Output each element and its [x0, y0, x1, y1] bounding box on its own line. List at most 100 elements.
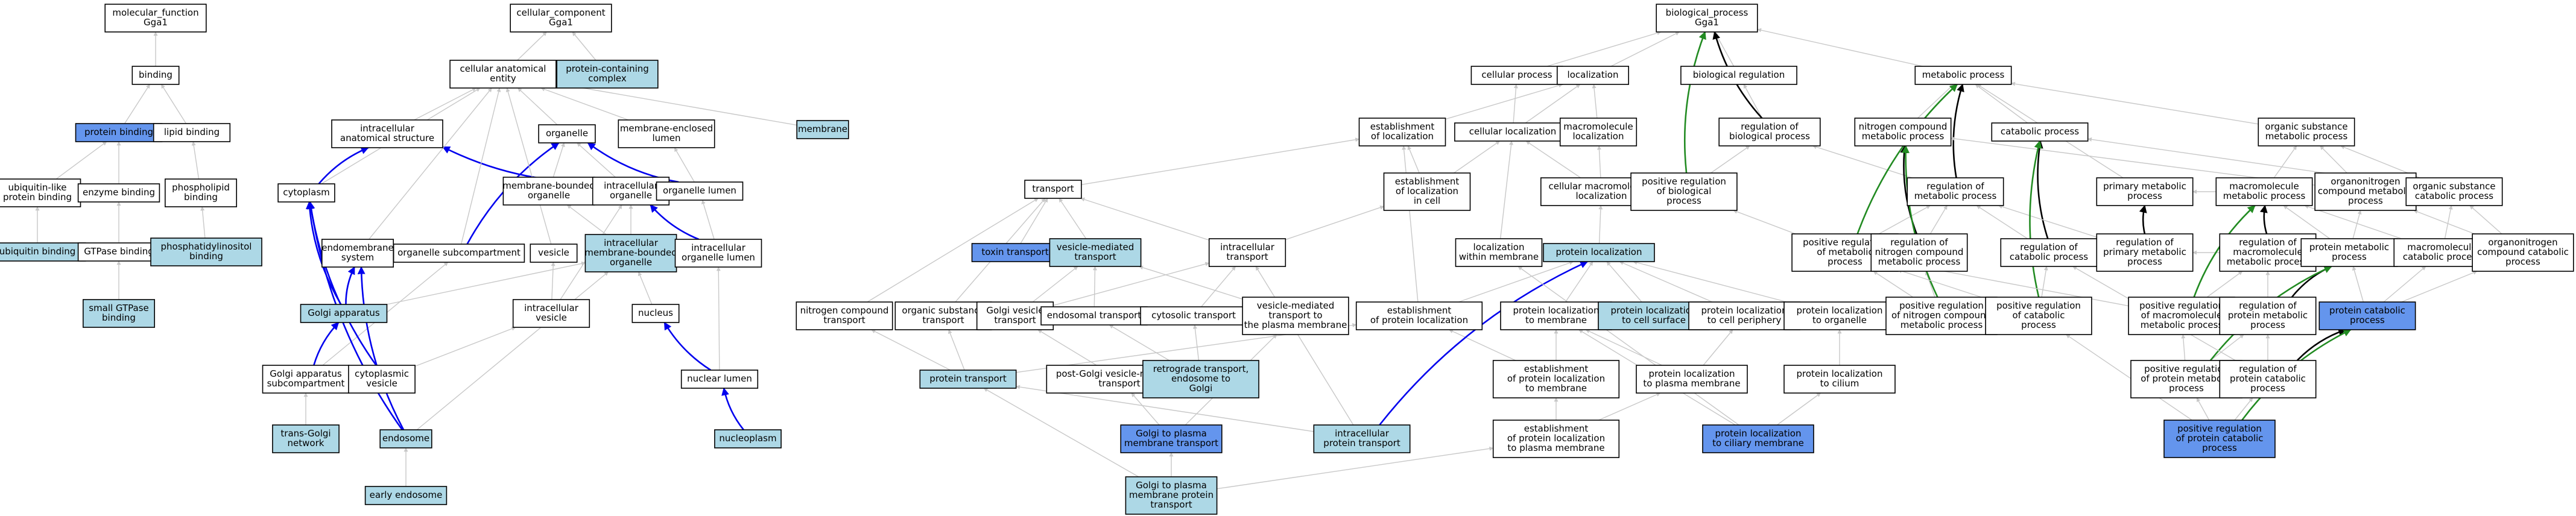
go-term-prot-transport: protein transport — [919, 370, 1017, 389]
go-term-label: regulation of — [2020, 242, 2078, 253]
go-term-label: GTPase binding — [84, 246, 154, 257]
go-term-label: positive regulation — [1642, 176, 1726, 187]
relation-edge-is-a — [1458, 260, 1574, 303]
go-term-label: intracellular — [1335, 428, 1390, 439]
go-term-label: metabolic process — [1862, 131, 1945, 142]
go-term-box — [77, 183, 160, 203]
relation-edge-is-a — [2210, 334, 2244, 361]
go-term-label: lumen — [652, 133, 680, 143]
go-term-label: nitrogen compound — [800, 305, 889, 316]
go-term-label: process — [1666, 195, 1701, 206]
go-term-label: trans-Golgi — [280, 428, 331, 439]
go-term-label: of catabolic — [2012, 310, 2065, 321]
go-term-box — [0, 242, 86, 262]
relation-edge-is-a — [1131, 392, 1160, 426]
go-term-label: cytoplasm — [283, 187, 330, 198]
relation-edge-is-a — [551, 262, 555, 300]
go-term-label: metabolic process — [2227, 256, 2309, 267]
go-term-label: to cilium — [1820, 378, 1859, 389]
relation-edge-is-a — [1610, 31, 1680, 67]
relation-edge-is-a — [1513, 84, 1518, 124]
go-term-label: regulation of — [1926, 181, 1984, 192]
relation-edge-is-a — [566, 204, 607, 235]
relation-edge-is-a — [1917, 84, 1954, 119]
go-term-label: establishment — [1395, 176, 1460, 187]
relation-edge-is-a — [1597, 145, 1601, 178]
relation-edge-is-a — [414, 87, 477, 121]
go-term-label: compound catabolic — [2477, 247, 2569, 257]
go-term-box — [2163, 420, 2276, 458]
go-term-protein-binding: protein binding — [75, 123, 163, 142]
go-term-label: organic substance — [2413, 181, 2495, 192]
go-term-box — [1040, 306, 1148, 326]
relation-edge-is-a — [1109, 324, 1170, 361]
go-term-label: organelle lumen — [682, 252, 755, 263]
go-term-label: catabolic process — [2403, 251, 2481, 262]
relation-edge-is-a — [2413, 210, 2475, 234]
go-term-label: membrane-enclosed — [620, 123, 713, 134]
relation-edge-is-a — [1897, 269, 1986, 299]
go-term-box — [510, 4, 612, 33]
go-term-toxin: toxin transport — [971, 243, 1059, 262]
go-term-label: ubiquitin binding — [0, 246, 75, 257]
go-term-label: in cell — [1414, 195, 1440, 206]
go-term-box — [714, 429, 782, 448]
relation-edge-is-a — [638, 271, 653, 305]
relation-edge-part-of — [587, 142, 679, 183]
relation-edge-is-a — [2444, 205, 2453, 239]
relation-edge-is-a — [1743, 84, 1763, 119]
go-term-box — [75, 123, 163, 142]
go-term-label: membrane protein — [1129, 489, 1214, 500]
go-term-label: vesicle — [536, 312, 567, 323]
relation-edge-is-a — [2011, 81, 2259, 125]
go-term-box — [674, 239, 762, 268]
go-term-bio-reg: biological regulation — [1680, 66, 1797, 85]
go-term-label: Golgi apparatus — [270, 368, 342, 379]
relation-edge-is-a — [461, 87, 501, 245]
go-term-label: primary metabolic — [2103, 247, 2186, 257]
go-term-catab: catabolic process — [1991, 122, 2089, 142]
go-term-label: cellular_component — [516, 7, 605, 19]
relation-edge-is-a — [1285, 205, 1385, 241]
go-term-label: metabolic process — [2265, 131, 2348, 142]
relation-edge-is-a — [1873, 271, 1914, 298]
relation-edge-is-a — [1517, 266, 1739, 426]
go-term-box — [2318, 301, 2416, 330]
go-term-box — [331, 119, 443, 148]
go-term-label: protein localization — [1701, 305, 1787, 316]
go-term-label: within membrane — [1459, 251, 1539, 262]
go-term-box — [618, 119, 715, 148]
relation-edge-is-a — [1080, 197, 1209, 241]
go-term-label: of biological — [1657, 186, 1712, 197]
go-term-label: to ciliary membrane — [1712, 438, 1804, 448]
go-term-label: process — [1828, 256, 1862, 267]
relation-edge-part-of — [305, 201, 342, 305]
go-term-label: establishment — [1387, 305, 1452, 316]
relation-edge-is-a — [1499, 140, 1514, 239]
go-term-label: regulation of — [1890, 237, 1948, 248]
relation-edge-is-a — [1998, 204, 2097, 238]
go-term-label: intracellular — [604, 238, 659, 248]
go-term-box — [83, 299, 156, 328]
relation-edge-part-of — [318, 146, 369, 184]
relation-edge-is-a — [2469, 205, 2502, 234]
go-term-label: vesicle-mediated — [1257, 300, 1335, 311]
go-term-label: of protein metabolic — [2141, 373, 2232, 384]
go-term-box — [1656, 4, 1758, 33]
go-term-lipid-binding: lipid binding — [153, 123, 231, 142]
go-term-label: intracellular — [1220, 242, 1275, 253]
